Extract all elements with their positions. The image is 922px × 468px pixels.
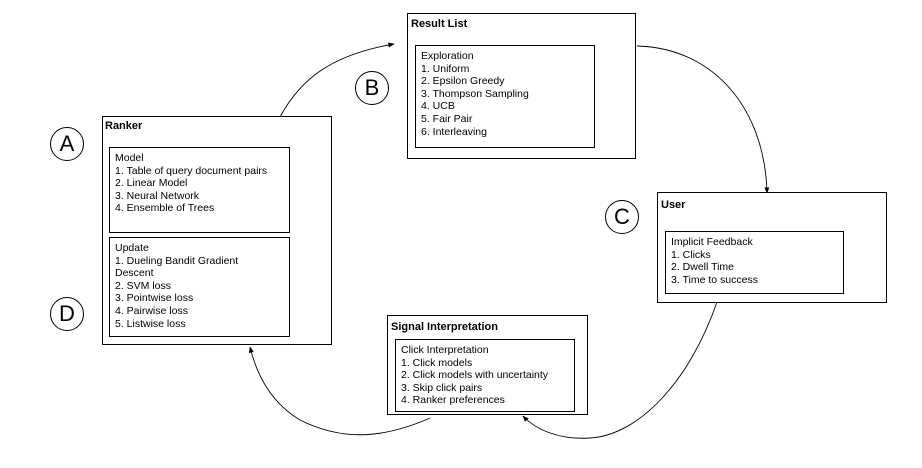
implicit-feedback-heading: Implicit Feedback: [671, 236, 753, 248]
marker-d: D: [50, 297, 84, 331]
model-list: 1. Table of query document pairs 2. Line…: [115, 165, 284, 215]
ranker-title: Ranker: [105, 120, 143, 132]
list-item: 5. Fair Pair: [421, 112, 473, 125]
signal-interpretation-box: Signal Interpretation Click Interpretati…: [387, 315, 588, 415]
list-item: 3. Skip click pairs: [401, 381, 483, 394]
list-item: 1. Uniform: [421, 62, 470, 75]
list-item: 5. Listwise loss: [115, 317, 186, 330]
model-heading: Model: [115, 152, 144, 164]
signal-interpretation-title: Signal Interpretation: [391, 321, 498, 333]
update-list: 1. Dueling Bandit Gradient Descent 2. SV…: [115, 255, 284, 331]
marker-b: B: [355, 71, 389, 105]
list-item: 3. Neural Network: [115, 189, 200, 202]
marker-a: A: [50, 127, 84, 161]
list-item: 1. Click models: [401, 356, 473, 369]
list-item: 2. Epsilon Greedy: [421, 75, 505, 88]
arrow-ranker-to-result-list: [279, 42, 395, 118]
list-item: 4. UCB: [421, 100, 455, 113]
arrow-result-list-to-user: [636, 45, 770, 194]
list-item: 4. Pairwise loss: [115, 304, 188, 317]
exploration-box: Exploration 1. Uniform 2. Epsilon Greedy…: [415, 45, 595, 148]
implicit-feedback-box: Implicit Feedback 1. Clicks 2. Dwell Tim…: [665, 231, 844, 294]
arrow-signal-to-ranker: [248, 346, 431, 436]
user-box: User Implicit Feedback 1. Clicks 2. Dwel…: [657, 192, 887, 303]
update-heading: Update: [115, 242, 149, 254]
list-item: 3. Time to success: [671, 273, 758, 286]
implicit-feedback-list: 1. Clicks 2. Dwell Time 3. Time to succe…: [671, 249, 838, 287]
list-item: 2. Click models with uncertainty: [401, 369, 549, 382]
ranker-box: Ranker Model 1. Table of query document …: [102, 116, 332, 345]
click-interpretation-heading: Click Interpretation: [401, 344, 489, 356]
click-interpretation-box: Click Interpretation 1. Click models 2. …: [395, 339, 575, 412]
list-item: 3. Pointwise loss: [115, 292, 194, 305]
list-item: 1. Dueling Bandit Gradient Descent: [115, 254, 239, 280]
ranker-update-box: Update 1. Dueling Bandit Gradient Descen…: [109, 237, 290, 337]
list-item: 2. SVM loss: [115, 279, 172, 292]
click-interpretation-list: 1. Click models 2. Click models with unc…: [401, 357, 569, 407]
arrow-user-to-signal: [522, 301, 718, 439]
list-item: 1. Table of query document pairs: [115, 164, 268, 177]
exploration-list: 1. Uniform 2. Epsilon Greedy 3. Thompson…: [421, 63, 589, 139]
list-item: 4. Ranker preferences: [401, 394, 505, 407]
user-title: User: [661, 199, 686, 211]
list-item: 3. Thompson Sampling: [421, 87, 529, 100]
result-list-title: Result List: [411, 18, 468, 30]
ranker-model-box: Model 1. Table of query document pairs 2…: [109, 147, 290, 233]
marker-c: C: [605, 200, 639, 234]
list-item: 2. Dwell Time: [671, 261, 735, 274]
result-list-box: Result List Exploration 1. Uniform 2. Ep…: [407, 13, 636, 159]
list-item: 2. Linear Model: [115, 177, 188, 190]
exploration-heading: Exploration: [421, 50, 474, 62]
list-item: 4. Ensemble of Trees: [115, 202, 215, 215]
list-item: 1. Clicks: [671, 248, 711, 261]
list-item: 6. Interleaving: [421, 125, 487, 138]
